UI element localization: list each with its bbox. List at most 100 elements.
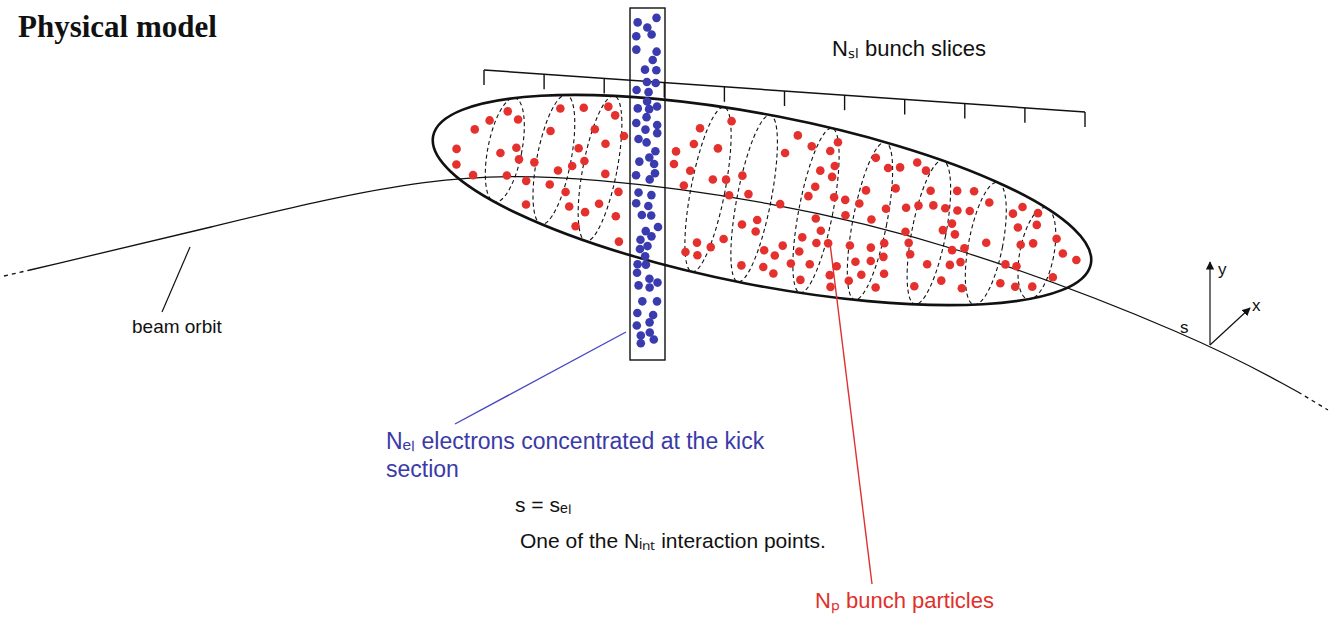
- bunch-particle: [896, 163, 905, 172]
- bunch-particle: [1059, 249, 1068, 258]
- bunch-particle: [798, 233, 807, 242]
- ruler-tick: [604, 78, 605, 93]
- electron: [632, 32, 641, 41]
- bunch-particles: [452, 102, 1081, 292]
- bunch-particle: [795, 247, 804, 256]
- bunch-particle: [769, 269, 778, 278]
- bunch-particle: [841, 211, 850, 220]
- bunch-particle: [902, 203, 911, 212]
- bunch-particle: [929, 201, 938, 210]
- position-label: s = sₑₗ: [515, 492, 572, 517]
- leader-lines: [162, 243, 872, 584]
- electron: [632, 171, 641, 180]
- bunch-particle: [561, 188, 570, 197]
- electron: [651, 169, 660, 178]
- electron: [637, 339, 646, 348]
- electron: [643, 78, 652, 87]
- electron: [634, 135, 643, 144]
- bunch-particle: [554, 166, 563, 175]
- bunch-particle: [556, 104, 565, 113]
- bunch-particle: [910, 282, 919, 291]
- bunch-particle: [579, 103, 588, 112]
- bunch-particle: [834, 138, 843, 147]
- bunch-particle: [862, 186, 871, 195]
- bunch-particle: [781, 149, 790, 158]
- bunch-particle: [985, 198, 994, 207]
- electron: [645, 274, 654, 283]
- electron: [642, 260, 651, 269]
- bunch-particle: [913, 158, 922, 167]
- electron: [645, 105, 654, 114]
- bunch-particle: [851, 257, 860, 266]
- electron: [635, 157, 644, 166]
- bunch-particle: [611, 111, 620, 120]
- electron: [653, 102, 662, 111]
- bunch-particle: [965, 207, 974, 216]
- bunch-particle: [1016, 241, 1025, 250]
- bunch-particle: [939, 226, 948, 235]
- bunch-particle: [953, 206, 962, 215]
- bunch-particle: [948, 219, 957, 228]
- bunch-particle: [503, 171, 512, 180]
- bunch-particle: [706, 243, 715, 252]
- bunch-particle: [904, 239, 913, 248]
- electron: [632, 199, 641, 208]
- bunch-particle: [725, 191, 734, 200]
- bunch-particle: [770, 251, 779, 260]
- bunch-particle: [709, 175, 718, 184]
- bunch-particle: [568, 162, 577, 171]
- bunch-particle: [514, 115, 523, 124]
- bunch-particle: [744, 190, 753, 199]
- electron: [642, 138, 651, 147]
- bunch-particle: [601, 139, 610, 148]
- bunch-particle: [1014, 223, 1023, 232]
- bunch-particle: [941, 204, 950, 213]
- bunch-particle: [826, 147, 835, 156]
- bunch-particle: [452, 160, 461, 169]
- slice-outline: [675, 104, 740, 275]
- bunch-particle: [811, 182, 820, 191]
- bunch-particle: [1001, 260, 1010, 269]
- ruler-tick: [724, 87, 725, 102]
- bunch-particle: [830, 193, 839, 202]
- bunch-particle: [884, 164, 893, 173]
- bunch-particle: [512, 143, 521, 152]
- bunch-particle: [680, 181, 689, 190]
- electron: [633, 104, 642, 113]
- electron: [653, 129, 662, 138]
- bunch-particle: [778, 241, 787, 250]
- bunch-particle: [690, 140, 699, 149]
- bunch-particle: [681, 248, 690, 257]
- leader-line: [162, 247, 190, 312]
- bunch-particle: [922, 166, 931, 175]
- bunch-particle: [951, 230, 960, 239]
- bunch-particle: [522, 177, 531, 186]
- bunch-particle: [828, 173, 837, 182]
- bunch-particle: [880, 239, 889, 248]
- electron: [642, 113, 651, 122]
- particle-label: Nₚ bunch particles: [815, 588, 994, 614]
- electron: [649, 335, 658, 344]
- bunch-particle: [958, 284, 967, 293]
- bunch-particle: [807, 142, 816, 151]
- bunch-particle: [760, 246, 769, 255]
- bunch-particle: [826, 283, 835, 292]
- leader-line: [830, 243, 872, 584]
- bunch-particle: [1012, 262, 1021, 271]
- coordinate-axes: [1210, 262, 1250, 345]
- ruler-tick: [1084, 112, 1085, 127]
- electron: [632, 86, 641, 95]
- bunch-particle: [880, 269, 889, 278]
- electron: [633, 309, 642, 318]
- bunch-particle: [812, 239, 821, 248]
- ruler-tick: [483, 70, 484, 85]
- electron: [638, 297, 647, 306]
- bunch-particle: [817, 226, 826, 235]
- electron: [641, 125, 650, 134]
- bunch-particle: [753, 216, 762, 225]
- electron: [652, 14, 661, 23]
- bunch-particle: [1018, 203, 1027, 212]
- bunch-particle: [926, 187, 935, 196]
- y-axis: [1209, 262, 1210, 345]
